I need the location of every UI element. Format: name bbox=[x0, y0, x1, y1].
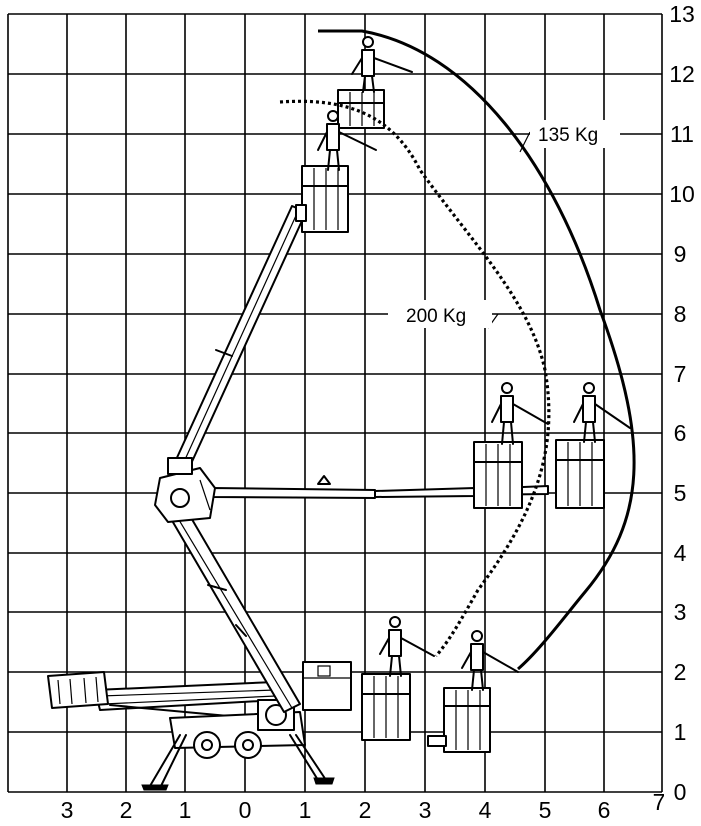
y-tick-label: 2 bbox=[674, 659, 687, 685]
boom-knuckle bbox=[154, 457, 216, 523]
x-tick-label: 2 bbox=[359, 797, 372, 823]
x-tick-label: 5 bbox=[539, 797, 552, 823]
operator-figure bbox=[379, 616, 435, 677]
y-tick-label: 5 bbox=[674, 480, 687, 506]
y-tick-label: 6 bbox=[674, 420, 687, 446]
envelope-135kg-label: 135 Kg bbox=[538, 125, 598, 146]
horizontal-boom bbox=[211, 475, 549, 499]
x-tick-label: 1 bbox=[299, 797, 312, 823]
y-tick-label: 1 bbox=[674, 719, 687, 745]
y-tick-label: 12 bbox=[669, 61, 695, 87]
y-tick-label: 13 bbox=[669, 1, 695, 27]
operator-figure bbox=[491, 382, 549, 445]
operator-figure bbox=[351, 36, 413, 93]
y-tick-label: 7 bbox=[674, 361, 687, 387]
y-tick-label: 3 bbox=[674, 599, 687, 625]
y-tick-label: 9 bbox=[674, 241, 687, 267]
basket-mid-inner bbox=[473, 441, 523, 509]
upper-boom bbox=[174, 205, 307, 467]
basket-low-outer bbox=[427, 687, 491, 753]
lower-boom bbox=[159, 491, 301, 713]
basket-mid-outer bbox=[555, 439, 605, 509]
x-tick-label: 7 bbox=[653, 789, 666, 815]
x-tick-label: 4 bbox=[479, 797, 492, 823]
y-tick-label: 11 bbox=[670, 121, 694, 147]
basket-top bbox=[337, 89, 385, 129]
operator-figure bbox=[317, 110, 377, 171]
x-tick-label: 3 bbox=[61, 797, 74, 823]
machine-chassis bbox=[47, 661, 352, 791]
operator-figure bbox=[461, 630, 519, 691]
x-tick-label: 1 bbox=[179, 797, 192, 823]
x-axis-labels: 3 2 1 0 1 2 3 4 5 6 7 bbox=[50, 789, 680, 826]
y-tick-label: 8 bbox=[674, 301, 687, 327]
basket-low-inner bbox=[361, 673, 411, 741]
y-tick-label: 4 bbox=[674, 540, 687, 566]
x-tick-label: 2 bbox=[120, 797, 133, 823]
x-tick-label: 6 bbox=[598, 797, 611, 823]
x-tick-label: 3 bbox=[419, 797, 432, 823]
basket-upper bbox=[295, 165, 349, 233]
y-axis-labels: 0 1 2 3 4 5 6 7 8 9 10 11 12 13 bbox=[664, 0, 701, 826]
envelope-200kg-curve bbox=[279, 99, 551, 658]
envelope-200kg-label: 200 Kg bbox=[406, 306, 466, 327]
x-tick-label: 0 bbox=[239, 797, 252, 823]
operator-figure bbox=[573, 382, 631, 443]
y-tick-label: 0 bbox=[674, 779, 687, 805]
y-tick-label: 10 bbox=[669, 181, 695, 207]
envelope-135kg-curve bbox=[318, 29, 636, 671]
